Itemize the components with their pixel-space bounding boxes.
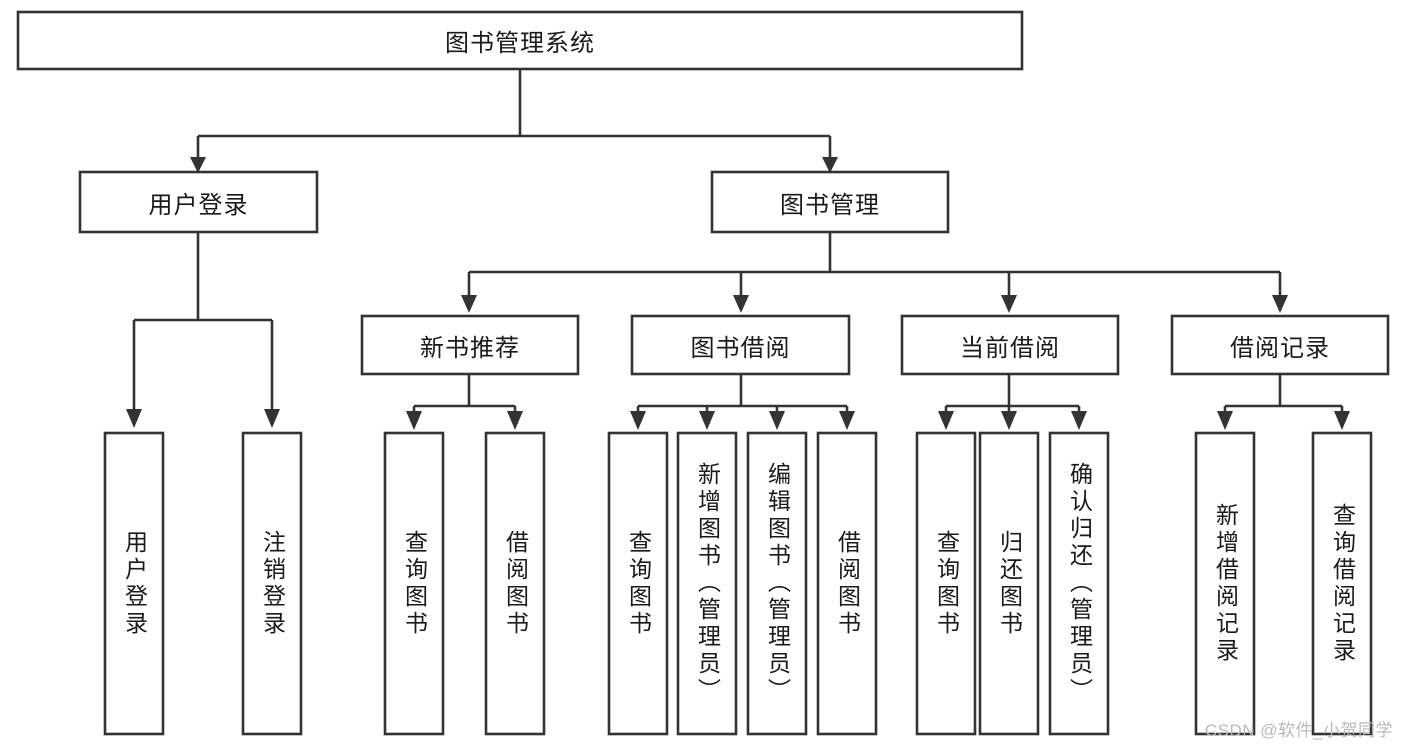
arrowhead-current-borrow-leaf1: [938, 411, 954, 430]
leaf-label-book-borrow-1: 查询图书: [625, 529, 652, 638]
arrowhead-to-new-book: [461, 295, 477, 313]
arrowhead-user-login-leaf1: [126, 409, 142, 428]
arrowhead-to-book-mgmt: [822, 157, 838, 173]
leaf-label-user-login-1: 用户登录: [121, 529, 148, 638]
leaf-label-book-borrow-4: 借阅图书: [834, 529, 861, 638]
leaf-label-user-login-2: 注销登录: [259, 529, 286, 638]
leaf-label-new-book-1: 查询图书: [401, 529, 428, 638]
node-user-login-label: 用户登录: [148, 191, 249, 219]
leafbox-borrow-record-1-labelwrap: 新增借阅记录: [1196, 433, 1254, 734]
leaf-label-current-borrow-3: 确认归还（管理员）: [1066, 462, 1093, 705]
arrowhead-new-book-leaf1: [406, 411, 422, 430]
node-new-book-recommend[interactable]: [360, 314, 580, 376]
leaf-label-book-borrow-3: 编辑图书（管理员）: [764, 462, 791, 705]
node-book-borrow-labelwrap: 图书借阅: [632, 316, 849, 374]
node-root-system[interactable]: [16, 10, 1024, 71]
node-current-borrow-labelwrap: 当前借阅: [902, 316, 1118, 374]
node-current-borrow-label: 当前借阅: [960, 334, 1060, 362]
node-current-borrow[interactable]: [900, 314, 1120, 376]
leafbox-borrow-record-2-labelwrap: 查询借阅记录: [1313, 433, 1371, 734]
arrowhead-borrow-record-leaf1: [1217, 411, 1233, 430]
leafbox-new-book-2-labelwrap: 借阅图书: [486, 433, 544, 734]
arrowhead-to-borrow-record: [1272, 295, 1288, 313]
leafbox-new-book-1[interactable]: [383, 431, 445, 736]
leaf-label-borrow-record-2: 查询借阅记录: [1329, 502, 1356, 665]
node-book-borrow-label: 图书借阅: [690, 334, 791, 362]
arrowhead-book-borrow-leaf1: [630, 411, 646, 430]
node-new-book-recommend-label: 新书推荐: [420, 334, 520, 362]
node-book-management[interactable]: [710, 170, 950, 234]
node-book-management-labelwrap: 图书管理: [712, 172, 948, 232]
leaf-label-book-borrow-2: 新增图书（管理员）: [694, 462, 721, 705]
arrowhead-user-login-leaf2: [264, 409, 280, 428]
arrowhead-to-current-borrow: [1001, 295, 1017, 313]
arrowhead-new-book-leaf2: [507, 411, 523, 430]
node-borrow-record-label: 借阅记录: [1230, 334, 1330, 362]
leafbox-user-login-2-labelwrap: 注销登录: [243, 433, 301, 734]
leafbox-book-borrow-4-labelwrap: 借阅图书: [818, 433, 876, 734]
node-borrow-record-labelwrap: 借阅记录: [1172, 316, 1388, 374]
arrowhead-borrow-record-leaf2: [1334, 411, 1350, 430]
node-user-login[interactable]: [78, 170, 319, 234]
leafbox-book-borrow-1-labelwrap: 查询图书: [609, 433, 667, 734]
leafbox-current-borrow-2-labelwrap: 归还图书: [980, 433, 1038, 734]
leaf-label-current-borrow-1: 查询图书: [933, 529, 960, 638]
arrowhead-to-user-login: [190, 157, 206, 173]
leafbox-current-borrow-1[interactable]: [915, 431, 977, 736]
leafbox-book-borrow-4[interactable]: [816, 431, 878, 736]
leafbox-user-login-2[interactable]: [241, 431, 303, 736]
node-user-login-labelwrap: 用户登录: [80, 172, 317, 232]
leafbox-user-login-1-labelwrap: 用户登录: [105, 433, 163, 734]
node-root-system-label: 图书管理系统: [445, 30, 595, 57]
arrowhead-book-borrow-leaf2: [699, 411, 715, 430]
node-new-book-recommend-labelwrap: 新书推荐: [362, 316, 578, 374]
leafbox-current-borrow-3-labelwrap: 确认归还（管理员）: [1050, 433, 1108, 734]
node-book-borrow[interactable]: [630, 314, 851, 376]
leafbox-user-login-1[interactable]: [103, 431, 165, 736]
leafbox-book-borrow-2-labelwrap: 新增图书（管理员）: [678, 433, 736, 734]
arrowhead-current-borrow-leaf3: [1071, 411, 1087, 430]
leafbox-book-borrow-1[interactable]: [607, 431, 669, 736]
arrowhead-book-borrow-leaf4: [839, 411, 855, 430]
leafbox-current-borrow-3[interactable]: [1048, 431, 1110, 736]
leaf-label-current-borrow-2: 归还图书: [996, 529, 1023, 638]
leafbox-current-borrow-1-labelwrap: 查询图书: [917, 433, 975, 734]
node-book-management-label: 图书管理: [780, 191, 880, 219]
leafbox-borrow-record-2[interactable]: [1311, 431, 1373, 736]
arrowhead-to-book-borrow: [733, 295, 749, 313]
node-root-system-labelwrap: 图书管理系统: [18, 12, 1022, 69]
leafbox-book-borrow-3[interactable]: [746, 431, 808, 736]
arrowhead-book-borrow-leaf3: [769, 411, 785, 430]
leafbox-current-borrow-2[interactable]: [978, 431, 1040, 736]
leafbox-book-borrow-2[interactable]: [676, 431, 738, 736]
csdn-watermark: CSDN @软件_小贺同学: [1204, 721, 1393, 740]
leaf-label-borrow-record-1: 新增借阅记录: [1212, 502, 1239, 665]
arrowhead-current-borrow-leaf2: [1001, 411, 1017, 430]
leaf-label-new-book-2: 借阅图书: [502, 529, 529, 638]
leafbox-borrow-record-1[interactable]: [1194, 431, 1256, 736]
leafbox-new-book-2[interactable]: [484, 431, 546, 736]
leafbox-book-borrow-3-labelwrap: 编辑图书（管理员）: [748, 433, 806, 734]
leafbox-new-book-1-labelwrap: 查询图书: [385, 433, 443, 734]
